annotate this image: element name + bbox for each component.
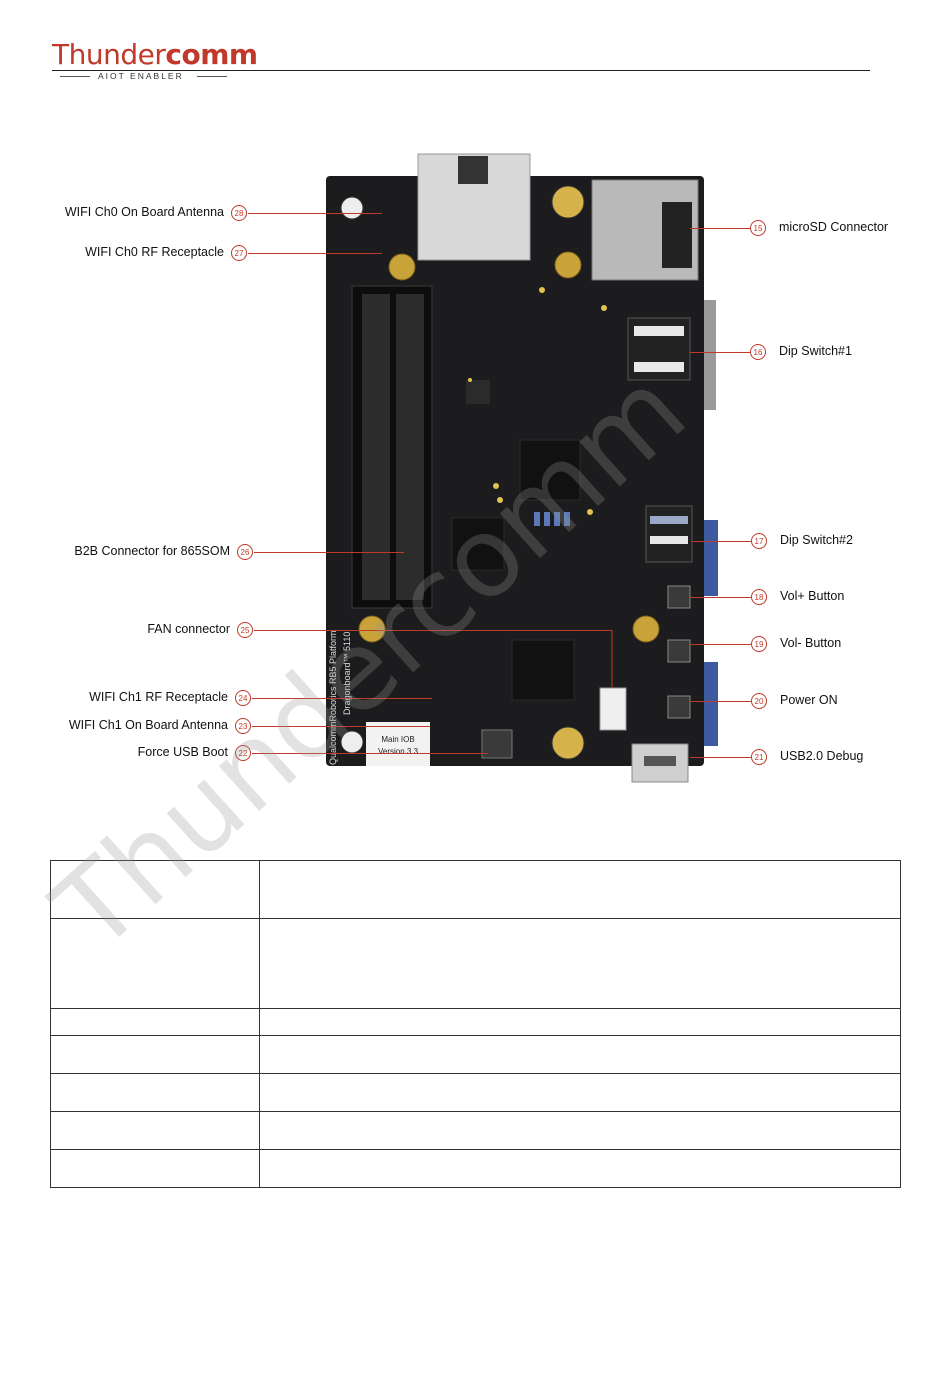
table-cell xyxy=(258,1073,902,1112)
leader-15 xyxy=(690,228,750,229)
table-cell xyxy=(258,918,902,1009)
table-cell xyxy=(50,1111,260,1150)
tagline-rule-left xyxy=(60,76,90,77)
table-cell xyxy=(258,1149,902,1188)
table-cell xyxy=(50,1149,260,1188)
chip-2 xyxy=(451,517,505,571)
board-figure: Main IOB Version 3.3 QualcommRobotics RB… xyxy=(0,140,950,800)
side-connector-blue-2 xyxy=(704,662,718,746)
table-cell xyxy=(258,1035,902,1074)
callout-label-28: WIFI Ch0 On Board Antenna xyxy=(64,205,224,219)
leader-17 xyxy=(692,541,751,542)
callout-number-20: 20 xyxy=(751,693,767,709)
silkscreen-platform: QualcommRobotics RB5 Platform xyxy=(328,630,338,765)
callout-label-15: microSD Connector xyxy=(779,220,889,234)
callout-label-22: Force USB Boot xyxy=(137,745,228,759)
leader-16 xyxy=(690,352,750,353)
callout-number-28: 28 xyxy=(231,205,247,221)
logo-tagline: AIOT ENABLER xyxy=(98,71,184,81)
table-row xyxy=(50,860,902,919)
table-cell xyxy=(258,860,902,919)
leader-18 xyxy=(690,597,751,598)
table-cell xyxy=(258,1111,902,1150)
silkscreen-board: Dragonboard™ 5110 xyxy=(342,632,352,715)
callout-label-16: Dip Switch#1 xyxy=(779,344,852,358)
chip-3 xyxy=(511,639,575,701)
label-sticker xyxy=(366,722,430,766)
callout-number-24: 24 xyxy=(235,690,251,706)
table-row xyxy=(50,1149,902,1188)
table-row xyxy=(50,1035,902,1074)
thundercomm-logo: Thundercomm xyxy=(52,38,258,71)
callout-number-27: 27 xyxy=(231,245,247,261)
mounting-holes xyxy=(340,185,585,760)
table-cell xyxy=(50,918,260,1009)
callout-number-26: 26 xyxy=(237,544,253,560)
callout-number-22: 22 xyxy=(235,745,251,761)
page-header: Thundercomm AIOT ENABLER xyxy=(52,38,872,84)
label-sticker-line1: Main IOB xyxy=(381,735,414,744)
leader-24 xyxy=(252,698,432,699)
logo-bold-text: comm xyxy=(165,38,258,71)
leader-22 xyxy=(252,753,488,754)
callout-number-25: 25 xyxy=(237,622,253,638)
header-divider xyxy=(52,70,870,71)
callout-label-23: WIFI Ch1 On Board Antenna xyxy=(68,718,228,732)
small-gold-pads xyxy=(468,287,607,515)
callout-number-18: 18 xyxy=(751,589,767,605)
side-buttons xyxy=(667,585,691,719)
table-cell xyxy=(50,1073,260,1112)
table-row xyxy=(50,1111,902,1150)
callout-number-17: 17 xyxy=(751,533,767,549)
callout-label-26: B2B Connector for 865SOM xyxy=(74,544,230,558)
ethernet-jack xyxy=(417,153,531,261)
leader-21 xyxy=(690,757,751,758)
side-connector-top xyxy=(704,300,716,410)
inductor xyxy=(466,380,490,404)
table-cell xyxy=(50,1035,260,1074)
callout-number-19: 19 xyxy=(751,636,767,652)
tagline-rule-right xyxy=(197,76,227,77)
logo-thin-text: Thunder xyxy=(52,38,166,71)
table-cell xyxy=(50,860,260,919)
main-chip xyxy=(519,439,581,501)
side-connector-blue-1 xyxy=(704,520,718,596)
callout-label-19: Vol- Button xyxy=(780,636,842,650)
table-row xyxy=(50,918,902,1009)
leader-19 xyxy=(690,644,751,645)
fan-connector-socket xyxy=(599,687,627,731)
callout-number-21: 21 xyxy=(751,749,767,765)
callout-label-25: FAN connector xyxy=(147,622,230,636)
leader-20 xyxy=(690,701,751,702)
ethernet-port-opening xyxy=(458,156,488,184)
b2b-pins xyxy=(362,294,424,600)
leader-28 xyxy=(248,213,382,214)
callout-label-17: Dip Switch#2 xyxy=(780,533,853,547)
microsd-contacts xyxy=(662,202,692,268)
table-row xyxy=(50,1073,902,1112)
leader-25 xyxy=(254,630,612,631)
leader-23 xyxy=(252,726,430,727)
leader-26 xyxy=(254,552,404,553)
callout-number-23: 23 xyxy=(235,718,251,734)
table-cell xyxy=(50,1008,260,1036)
label-sticker-line2: Version 3.3 xyxy=(378,747,419,756)
callout-label-21: USB2.0 Debug xyxy=(780,749,864,763)
callout-label-27: WIFI Ch0 RF Receptacle xyxy=(85,245,224,259)
callout-label-18: Vol+ Button xyxy=(780,589,845,603)
spec-table xyxy=(50,860,902,1188)
force-usb-boot-switch xyxy=(481,729,513,759)
callout-number-15: 15 xyxy=(750,220,766,236)
blue-components xyxy=(534,512,570,526)
table-row xyxy=(50,1008,902,1036)
callout-number-16: 16 xyxy=(750,344,766,360)
rf-receptacles xyxy=(358,251,660,643)
leader-27 xyxy=(248,253,382,254)
dip-switch-2 xyxy=(645,505,693,563)
callout-label-20: Power ON xyxy=(780,693,838,707)
callout-label-24: WIFI Ch1 RF Receptacle xyxy=(89,690,228,704)
board-illustration: Main IOB Version 3.3 QualcommRobotics RB… xyxy=(326,153,718,783)
table-cell xyxy=(258,1008,902,1036)
